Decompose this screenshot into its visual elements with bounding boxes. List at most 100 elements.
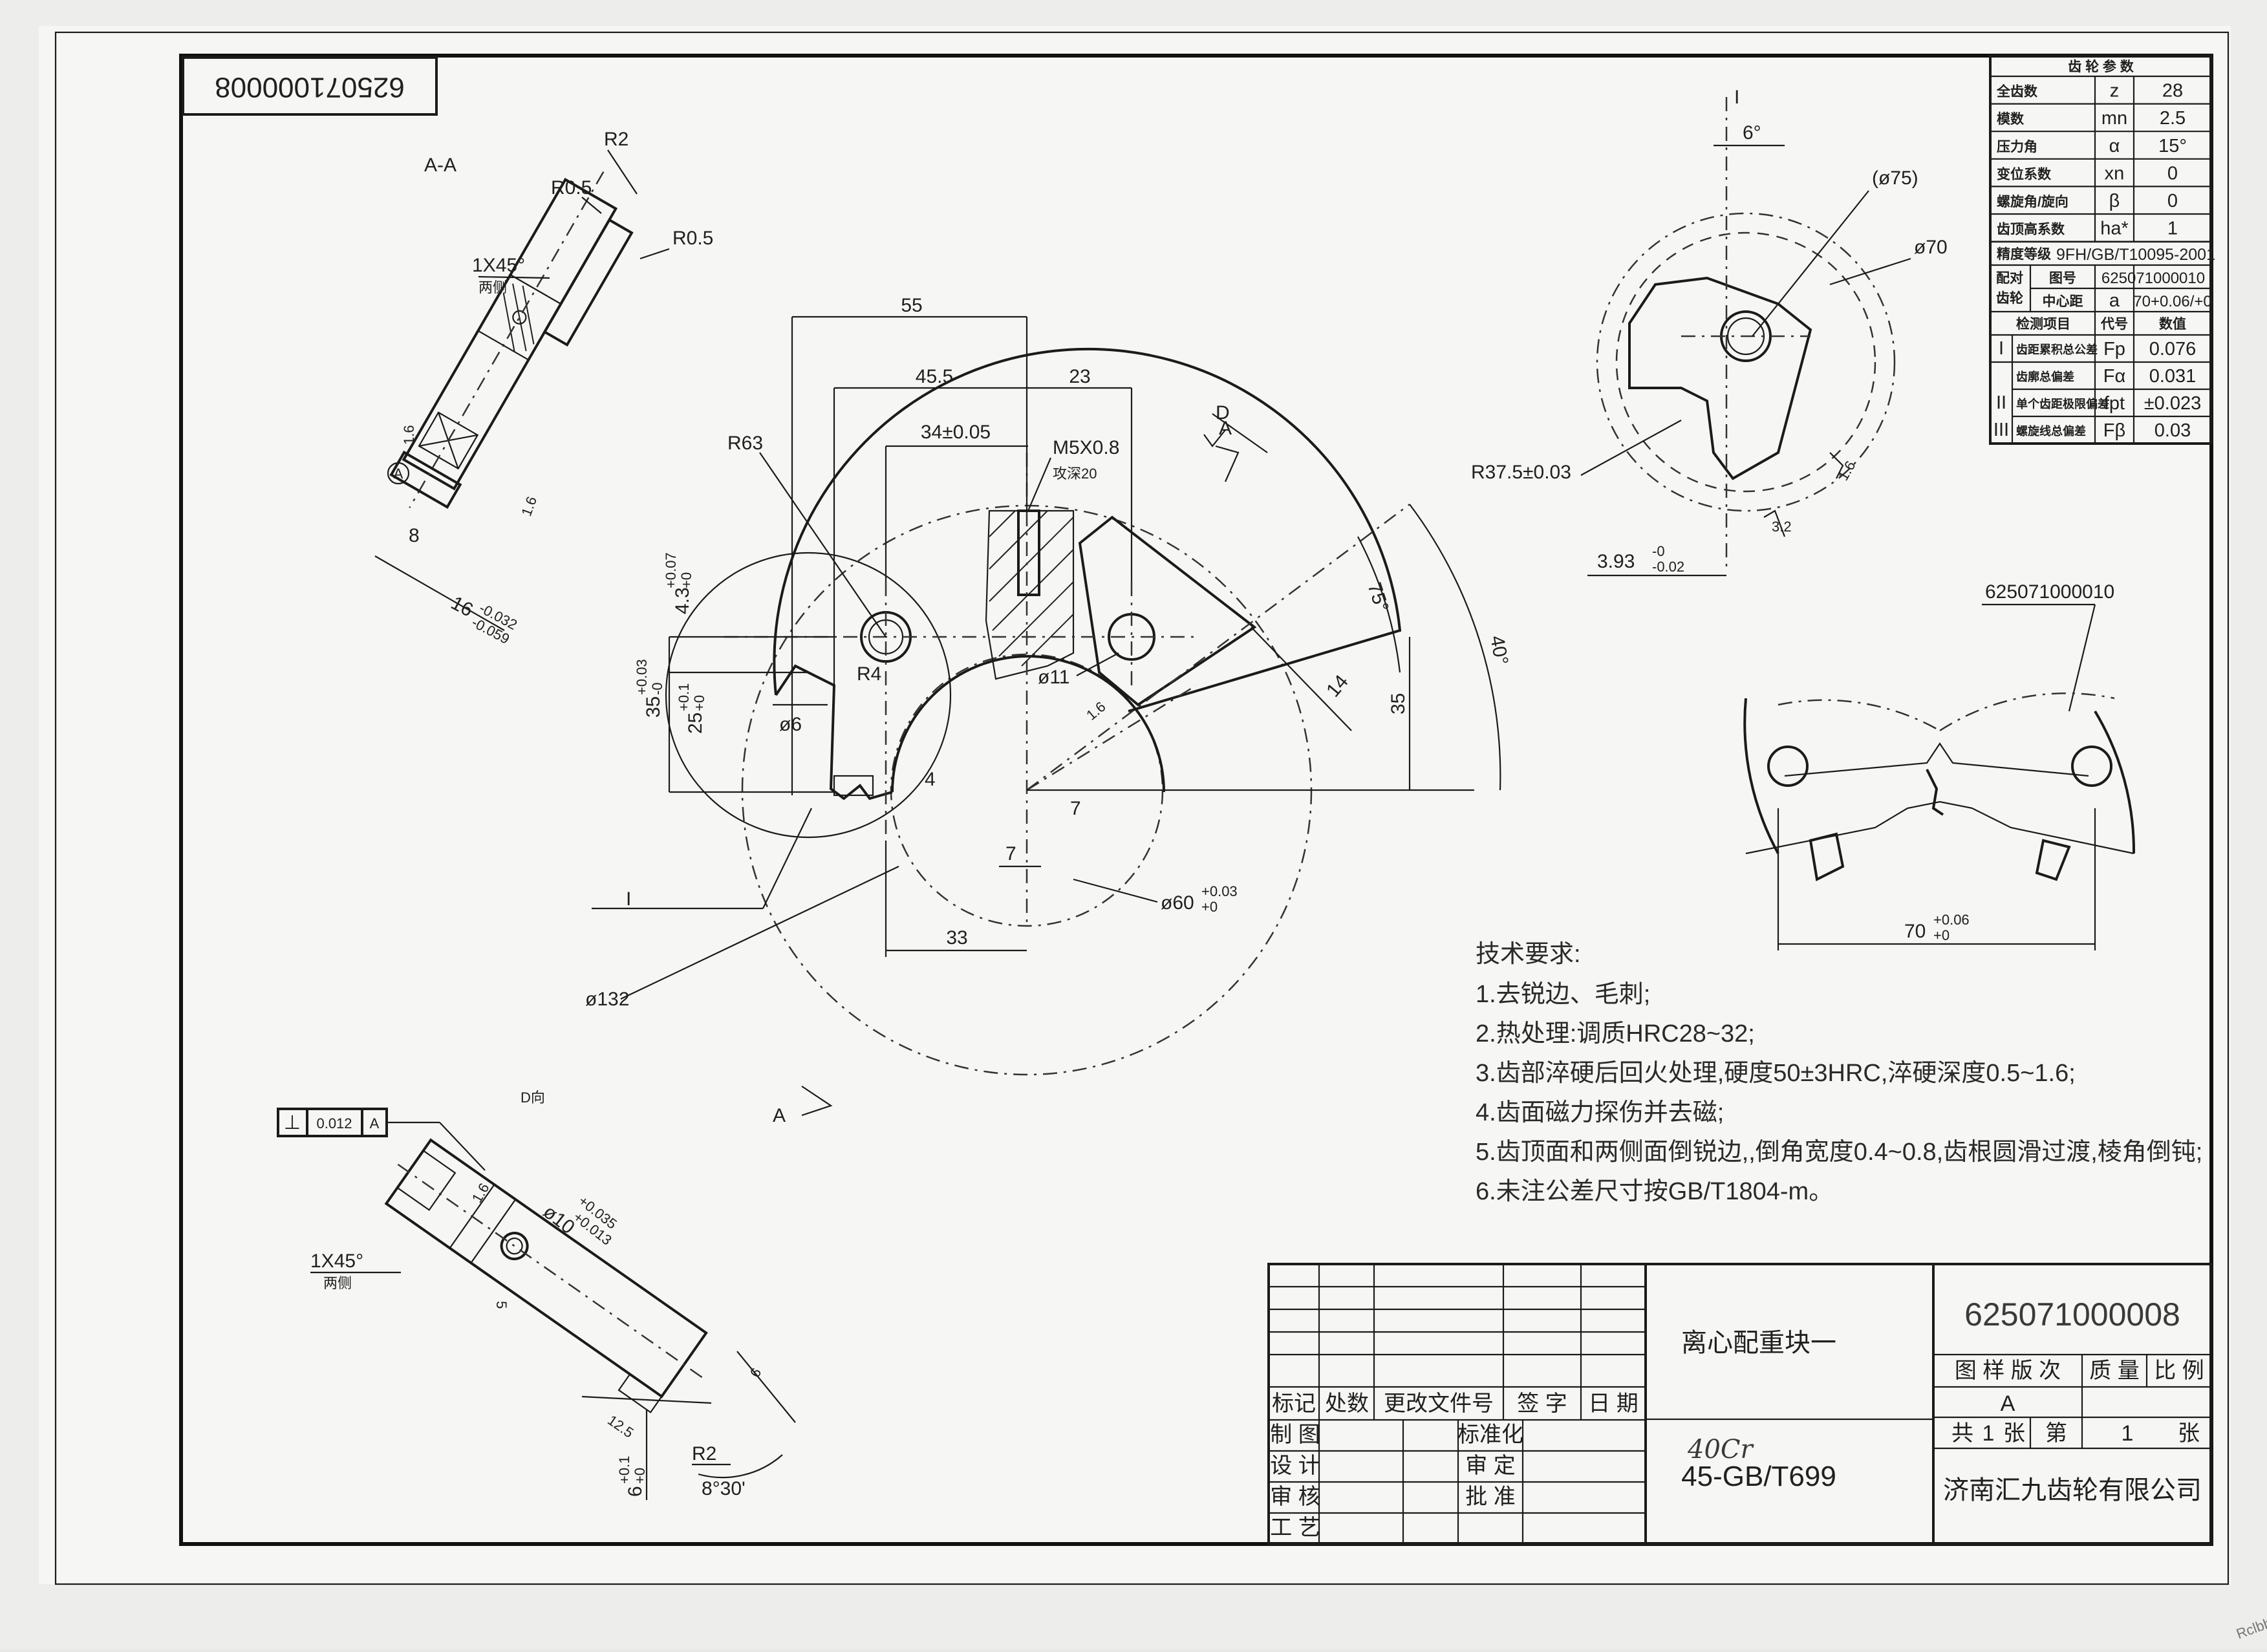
- gear-param-name: 变位系数: [1997, 166, 2052, 182]
- tb-col-revision: 图 样 版 次: [1955, 1358, 2061, 1383]
- gear-param-value: 1: [2167, 219, 2178, 239]
- inspect-header-symbol: 代号: [2100, 317, 2128, 332]
- center-distance-value: 70+0.06/+0: [2133, 293, 2211, 310]
- inspect-item-name: 齿距累积总公差: [2016, 343, 2098, 356]
- dim-70-center: 70: [1904, 921, 1926, 942]
- dim-r0-5-a: R0.5: [551, 177, 592, 198]
- tb-role-approve-check: 审 定: [1465, 1454, 1515, 1478]
- dim-3-93-tol-u: -0: [1652, 543, 1665, 559]
- dim-4-3-tol-u: +0.07: [663, 552, 679, 588]
- dim-angle-8-30: 8°30': [702, 1478, 746, 1499]
- dim-d70: ø70: [1914, 237, 1948, 258]
- gear-param-value: 28: [2162, 81, 2183, 102]
- material-handwritten: 40Cr: [1687, 1435, 1755, 1464]
- dim-3-93: 3.93: [1597, 551, 1635, 572]
- sheets-current-suffix: 张: [2178, 1421, 2200, 1446]
- gear-param-symbol: mn: [2101, 108, 2127, 129]
- company-name: 济南汇九齿轮有限公司: [1943, 1476, 2202, 1505]
- dim-chamfer-1-side: 两侧: [478, 279, 507, 295]
- dim-7-a: 7: [1070, 798, 1081, 819]
- dim-55: 55: [901, 295, 922, 316]
- section-aa-label: A-A: [424, 155, 457, 176]
- inspect-value: 0.03: [2154, 420, 2191, 441]
- tb-role-review: 审 核: [1270, 1485, 1320, 1509]
- section-aa-view: A-A R2 R0.5 R0.5 1X45° 两侧 1.6 1.6 A 8: [374, 129, 713, 647]
- dim-7-b: 7: [1005, 843, 1016, 864]
- gear-param-symbol: ha*: [2100, 219, 2129, 239]
- tb-col-scale: 比 例: [2154, 1358, 2204, 1383]
- requirement-item: 6.未注公差尺寸按GB/T1804-m。: [1476, 1178, 1833, 1205]
- dim-d60: ø60: [1161, 892, 1194, 914]
- technical-requirements: 技术要求: 1.去锐边、毛刺;2.热处理:调质HRC28~32;3.齿部淬硬后回…: [1476, 941, 2202, 1205]
- tb-role-design: 设 计: [1270, 1454, 1320, 1478]
- section-mark-a-top: A: [1219, 418, 1232, 439]
- part-title: 离心配重块一: [1681, 1329, 1836, 1357]
- dim-1-6-a: 1.6: [401, 425, 417, 445]
- paper-sheet: [39, 26, 2231, 1584]
- dim-34: 34±0.05: [921, 422, 991, 443]
- section-mark-a-bottom: A: [773, 1105, 786, 1126]
- tb-role-standard: 标准化: [1457, 1422, 1523, 1447]
- dim-d6: ø6: [779, 714, 802, 735]
- dim-75-ref: (ø75): [1872, 167, 1918, 189]
- inspect-item-name: 单个齿距极限偏差: [2016, 397, 2109, 411]
- main-view: 55 45.5 23 34±0.05 M5X0.8 攻深20 R63 R4 ø6…: [585, 295, 1512, 1126]
- dim-35-right: 35: [1388, 693, 1409, 714]
- dim-d11: ø11: [1038, 667, 1069, 688]
- gdt-datum: A: [370, 1115, 380, 1132]
- inspect-header-item: 检测项目: [2016, 316, 2070, 332]
- tb-role-process: 工 艺: [1270, 1516, 1320, 1540]
- dim-45-5: 45.5: [916, 366, 953, 387]
- gear-param-name: 螺旋角/旋向: [1997, 194, 2068, 209]
- requirements-title: 技术要求:: [1476, 941, 1581, 968]
- gear-param-symbol: β: [2109, 191, 2120, 211]
- gear-param-name: 模数: [1997, 111, 2025, 127]
- dim-d60-tol-u: +0.03: [1201, 883, 1238, 899]
- inspect-symbol: Fβ: [2103, 420, 2125, 441]
- dim-chamfer-2-side: 两侧: [323, 1275, 352, 1291]
- dim-25-vertical: 25: [685, 713, 706, 734]
- requirement-item: 4.齿面磁力探伤并去磁;: [1476, 1099, 1724, 1126]
- tb-header-signature: 签 字: [1517, 1391, 1567, 1416]
- sheets-total: 1: [1982, 1421, 1995, 1446]
- accuracy-value: 9FH/GB/T10095-2001: [2056, 246, 2215, 264]
- gear-param-name: 全齿数: [1996, 84, 2038, 100]
- inspect-item-name: 齿廓总偏差: [2016, 370, 2074, 383]
- tb-col-mass: 质 量: [2089, 1358, 2139, 1383]
- inspect-value: 0.031: [2149, 366, 2197, 387]
- gear-param-value: 0: [2167, 163, 2178, 184]
- stamp-number: 625071000008: [215, 71, 405, 103]
- detail-i-top-label: I: [1734, 87, 1739, 108]
- dim-33: 33: [946, 927, 967, 949]
- inspect-value: 0.076: [2149, 339, 2197, 359]
- inspect-group: III: [1993, 420, 2009, 440]
- gdt-symbol: ⊥: [284, 1112, 301, 1133]
- dim-5: 5: [493, 1301, 510, 1309]
- material: 45-GB/T699: [1681, 1461, 1836, 1492]
- angle-40: 40°: [1486, 634, 1512, 666]
- dim-25-vertical-tol-l: +0: [691, 695, 707, 711]
- sheets-total-prefix: 共: [1951, 1421, 1973, 1446]
- dim-6-vertical-tol-u: +0.1: [616, 1456, 632, 1484]
- gear-param-name: 齿顶高系数: [1997, 222, 2065, 237]
- dim-chamfer-1: 1X45°: [472, 255, 525, 276]
- gear-param-name: 压力角: [1997, 139, 2037, 155]
- dim-m5: M5X0.8: [1053, 437, 1119, 458]
- mating-label-1: 配对: [1996, 270, 2023, 286]
- detail-i-view: I 6° (ø75) ø70 R37.5±0.03 3.93 -0 -0.02 …: [1471, 87, 1948, 577]
- mating-label-2: 齿轮: [1996, 290, 2023, 306]
- inspect-header-value: 数值: [2159, 316, 2186, 332]
- gear-param-value: 0: [2167, 191, 2178, 211]
- sheets-current: 1: [2122, 1421, 2134, 1446]
- tb-header-date: 日 期: [1588, 1391, 1638, 1416]
- dim-r2: R2: [604, 129, 629, 150]
- gear-param-value: 15°: [2158, 136, 2187, 156]
- revision: A: [2001, 1391, 2015, 1416]
- dim-70-center-tol-u: +0.06: [1933, 912, 1970, 928]
- drawing-number: 625071000008: [1964, 1296, 2180, 1333]
- dim-23: 23: [1069, 366, 1090, 387]
- tb-header-count: 处数: [1325, 1391, 1369, 1416]
- dim-35-vertical: 35: [643, 696, 664, 718]
